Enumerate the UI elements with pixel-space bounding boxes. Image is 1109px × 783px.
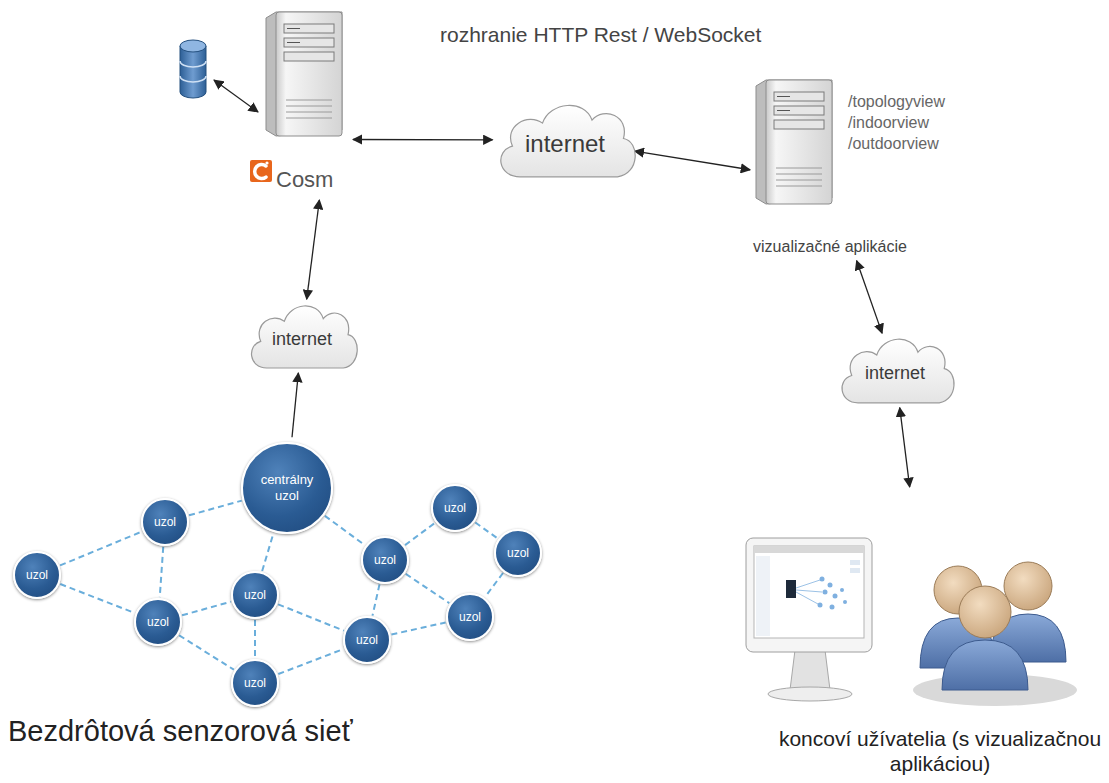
- sensor-node: uzol: [231, 571, 279, 619]
- node-label: uzol: [26, 568, 48, 582]
- node-title: koncoví užívatelia (s vizualizačnou apli…: [775, 726, 1105, 776]
- internet-cloud: internet: [833, 329, 958, 411]
- mesh-link: [160, 547, 164, 597]
- network-title: Bezdrôtová senzorová sieť: [8, 714, 353, 749]
- node-label: centrálny uzol: [250, 472, 324, 503]
- mesh-link: [182, 602, 231, 616]
- sensor-node: uzol: [446, 593, 494, 641]
- mesh-link: [254, 620, 256, 658]
- sensor-node: uzol: [134, 598, 182, 646]
- database-link: [214, 80, 258, 112]
- mesh-link: [60, 532, 142, 566]
- sensor-node: uzol: [343, 616, 391, 664]
- mesh-link: [475, 523, 497, 539]
- sensor-node: uzol: [141, 498, 189, 546]
- node-label: uzol: [244, 676, 266, 690]
- sensor-node: uzol: [431, 484, 479, 532]
- mesh-link: [372, 584, 379, 615]
- node-label: uzol: [374, 553, 396, 567]
- mesh-link: [278, 649, 343, 674]
- mesh-link: [262, 533, 273, 571]
- mesh-link: [60, 584, 134, 613]
- mesh-link: [406, 574, 449, 603]
- node-label: uzol: [154, 515, 176, 529]
- mesh-link: [391, 622, 445, 634]
- visualization-server: /topologyview /indoorview /outdoorview vi…: [705, 78, 955, 256]
- cloud-outline: [842, 339, 954, 403]
- sensor-node: uzol: [361, 536, 409, 584]
- server-icon: [266, 12, 342, 136]
- mesh-link: [485, 573, 503, 597]
- users-icon: [913, 562, 1077, 706]
- cloud-outline: [252, 306, 358, 368]
- cosm-logo: [250, 160, 272, 182]
- network-arrow: [307, 200, 320, 299]
- mesh-link: [278, 604, 344, 630]
- interface-label: rozhranie HTTP Rest / WebSocket: [440, 22, 761, 47]
- sensor-node: uzol: [13, 551, 61, 599]
- end-users: koncoví užívatelia (s vizualizačnou apli…: [775, 492, 1105, 780]
- node-label: uzol: [444, 501, 466, 515]
- sensor-node: uzol: [231, 659, 279, 707]
- node-label: uzol: [356, 633, 378, 647]
- internet-cloud: internet: [490, 94, 640, 186]
- node-title: internet: [272, 329, 332, 351]
- node-label: uzol: [147, 615, 169, 629]
- node-title: Cosm: [276, 167, 333, 193]
- mesh-link: [325, 516, 365, 545]
- node-title: /topologyview /indoorview /outdoorview: [848, 92, 945, 154]
- node-title: internet: [865, 363, 925, 385]
- network-arrow: [292, 373, 298, 437]
- computer-icon: [746, 538, 872, 701]
- central-node: centrálny uzol: [241, 442, 333, 534]
- network-arrow: [635, 151, 750, 170]
- database-icon: [180, 40, 206, 98]
- network-arrow: [353, 139, 493, 141]
- mesh-link: [189, 501, 242, 516]
- network-arrow: [900, 408, 910, 487]
- network-arrow: [857, 261, 882, 333]
- node-label: uzol: [244, 588, 266, 602]
- sensor-node: uzol: [494, 529, 542, 577]
- server-icon: [756, 80, 832, 204]
- node-label: uzol: [459, 610, 481, 624]
- internet-cloud: internet: [243, 296, 361, 376]
- cloud-server: Cosm: [248, 10, 348, 195]
- cloud-outline: [501, 105, 635, 176]
- node-title: internet: [525, 130, 605, 159]
- mesh-link: [179, 635, 234, 669]
- node-caption: vizualizačné aplikácie: [705, 237, 955, 256]
- node-label: uzol: [507, 546, 529, 560]
- mesh-link: [405, 523, 435, 545]
